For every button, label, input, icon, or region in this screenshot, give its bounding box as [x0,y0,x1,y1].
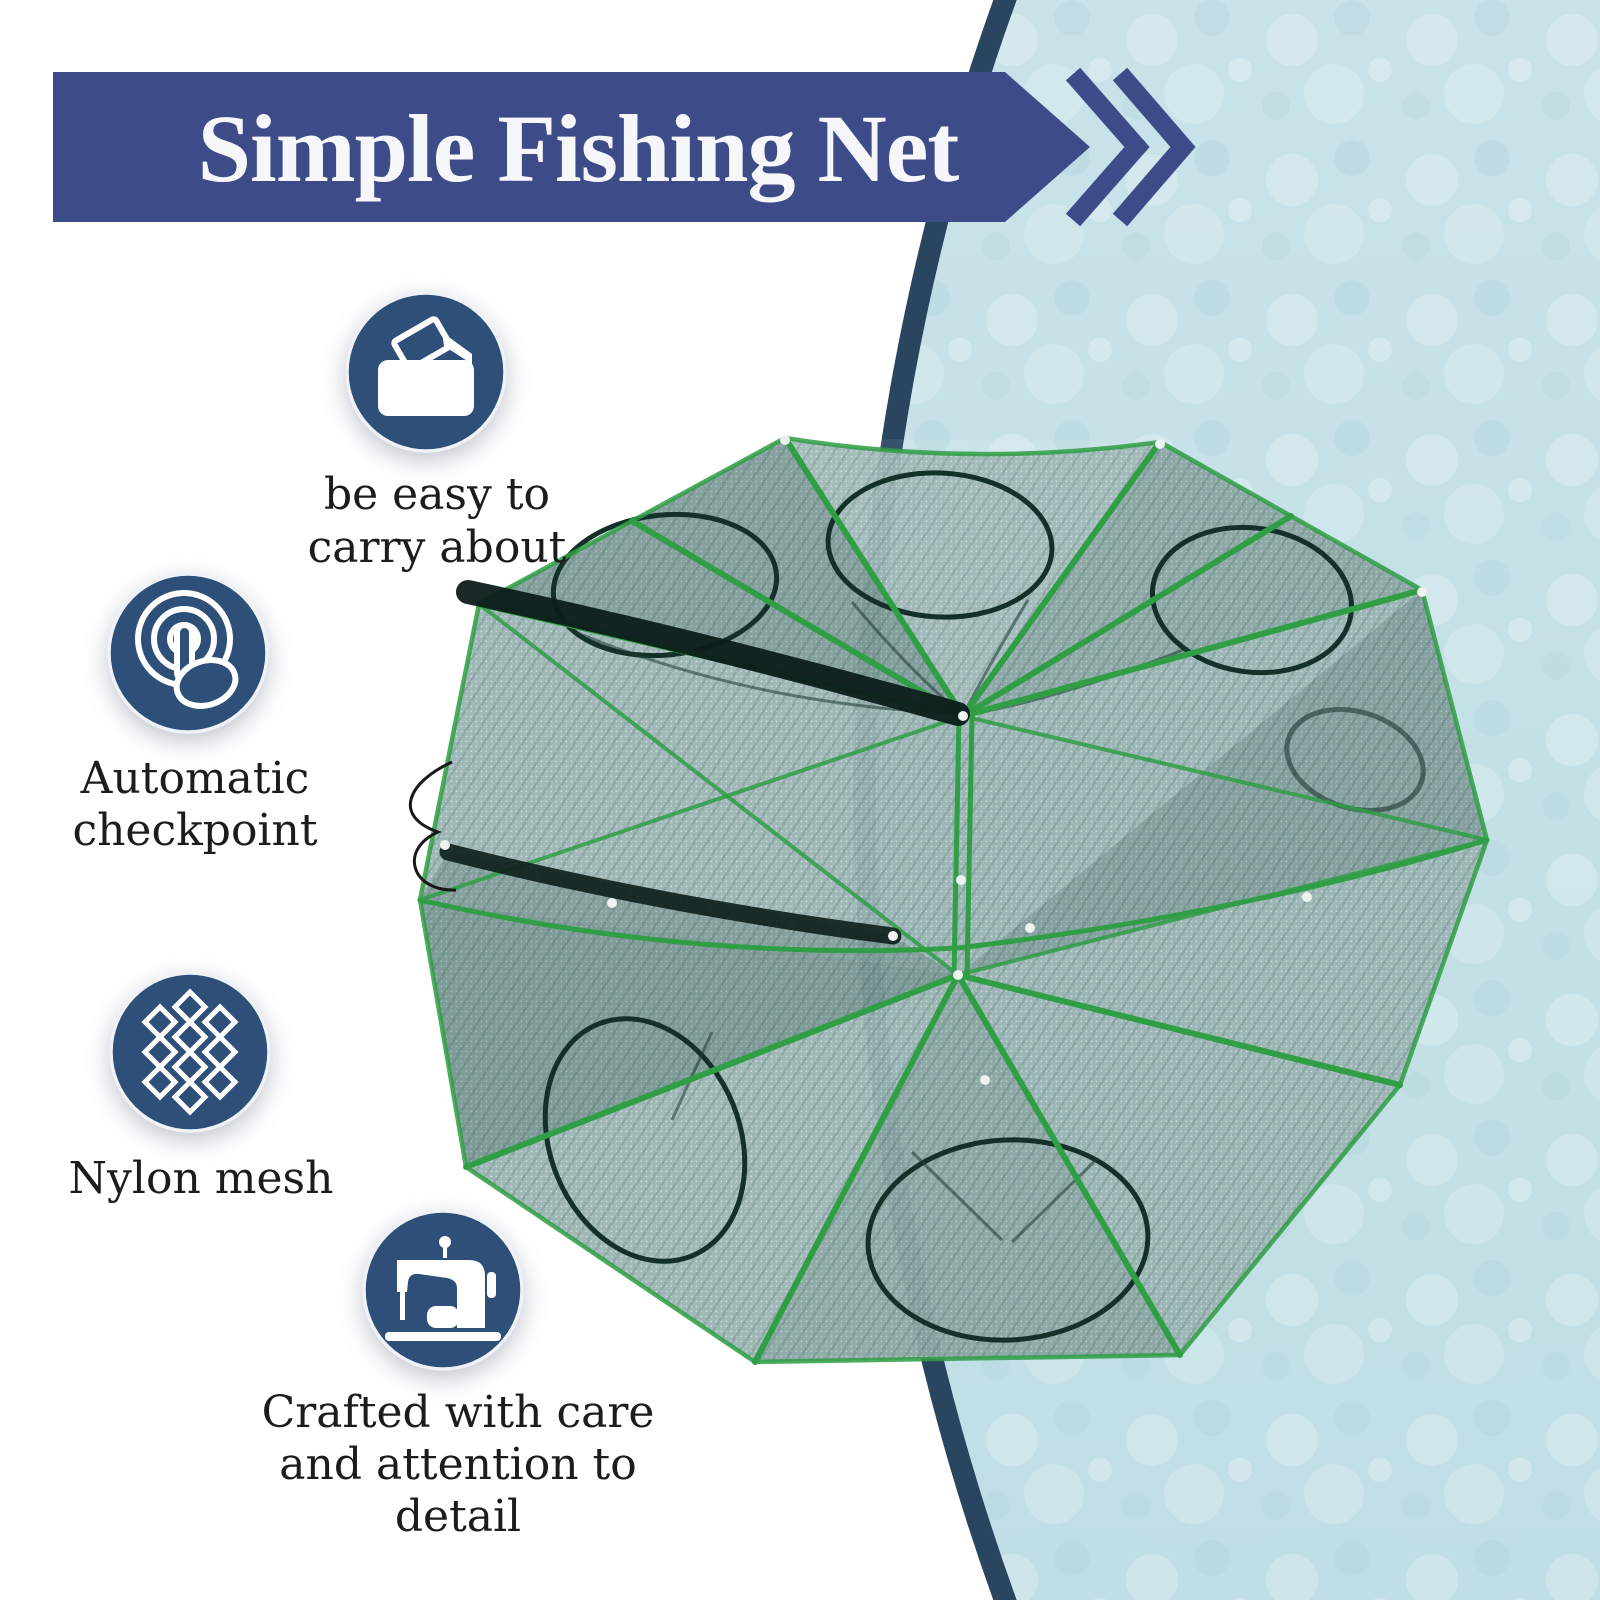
sewing-machine-icon [362,1209,524,1371]
mesh-icon [109,971,271,1133]
chevron-right-icon [1112,67,1196,227]
net-zipper-band [439,580,970,945]
net-cord [408,760,457,892]
feature-label-mesh: Nylon mesh [68,1153,334,1204]
chevron-right-icon [1065,67,1150,227]
banner-arrow-shape [53,72,1090,222]
feature-label-carry: be easy to carry about [307,469,567,573]
carry-icon [345,291,507,453]
feature-label-automatic: Automatic checkpoint [72,753,318,856]
page-title: Simple Fishing Net [197,95,960,202]
title-banner-art [53,67,1196,227]
fishing-net-photo [408,435,1490,1365]
net-frame-ribs [417,435,1490,1365]
touch-icon [107,572,269,734]
feature-label-crafted: Crafted with care and attention to detai… [261,1387,655,1542]
net-connectors [440,435,1427,1085]
net-edge [417,435,1490,1365]
